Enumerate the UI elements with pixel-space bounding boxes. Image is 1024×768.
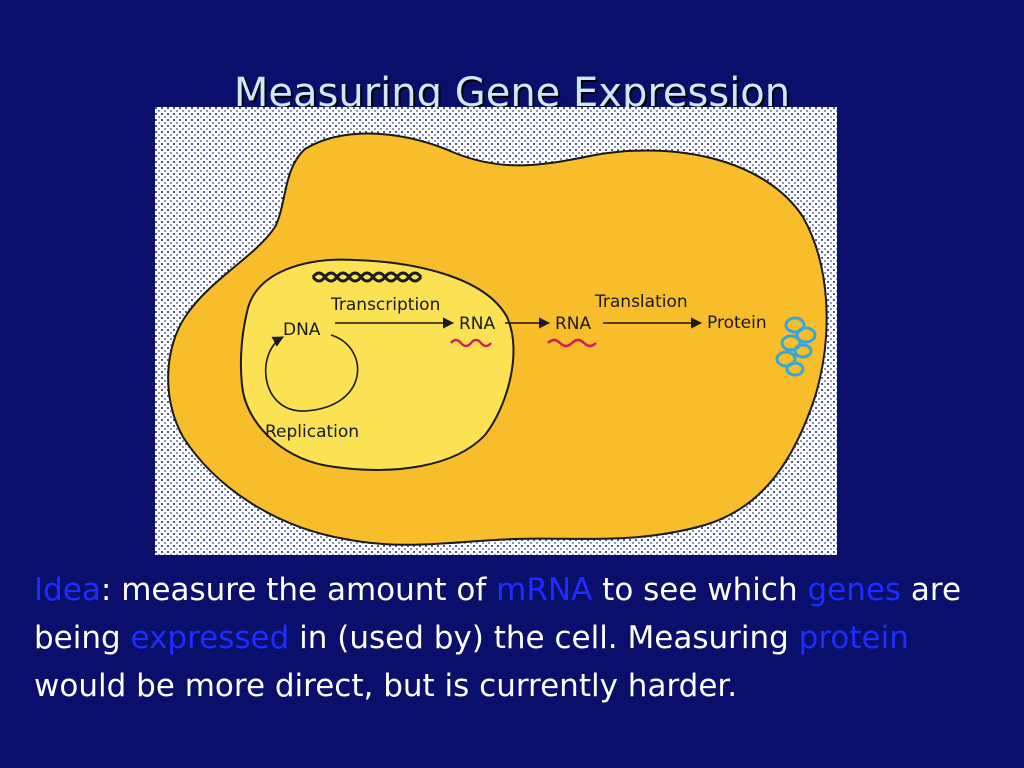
mrna-keyword: mRNA	[496, 572, 593, 608]
protein-icon	[775, 316, 817, 377]
replication-label: Replication	[265, 422, 359, 442]
body-text-4: in (used by) the cell. Measuring	[289, 620, 799, 656]
replication-loop	[264, 334, 359, 412]
body-text-3: are being	[34, 572, 962, 656]
rna-nuclear-label: RNA	[459, 314, 496, 334]
body-text-5: would be more direct, but is currently h…	[34, 668, 738, 704]
body-text-2: to see which	[592, 572, 808, 608]
translation-label: Translation	[594, 292, 688, 312]
dna-label: DNA	[283, 320, 321, 340]
idea-keyword: Idea	[34, 572, 101, 608]
rna-strand-cytoplasm	[547, 338, 597, 348]
transcription-label: Transcription	[330, 295, 440, 315]
rna-strand-nuclear	[450, 338, 492, 348]
nucleus	[239, 258, 515, 471]
gene-expression-figure: Transcription DNA RNA RNA Translation Pr…	[155, 107, 837, 555]
idea-paragraph: Idea: measure the amount of mRNA to see …	[34, 566, 994, 710]
protein-label: Protein	[707, 313, 767, 333]
body-text-1: : measure the amount of	[100, 572, 497, 608]
genes-keyword: genes	[807, 572, 902, 608]
expressed-keyword: expressed	[130, 620, 290, 656]
rna-cytoplasm-label: RNA	[555, 314, 592, 334]
dna-helix	[311, 271, 423, 283]
protein-keyword: protein	[798, 620, 909, 656]
